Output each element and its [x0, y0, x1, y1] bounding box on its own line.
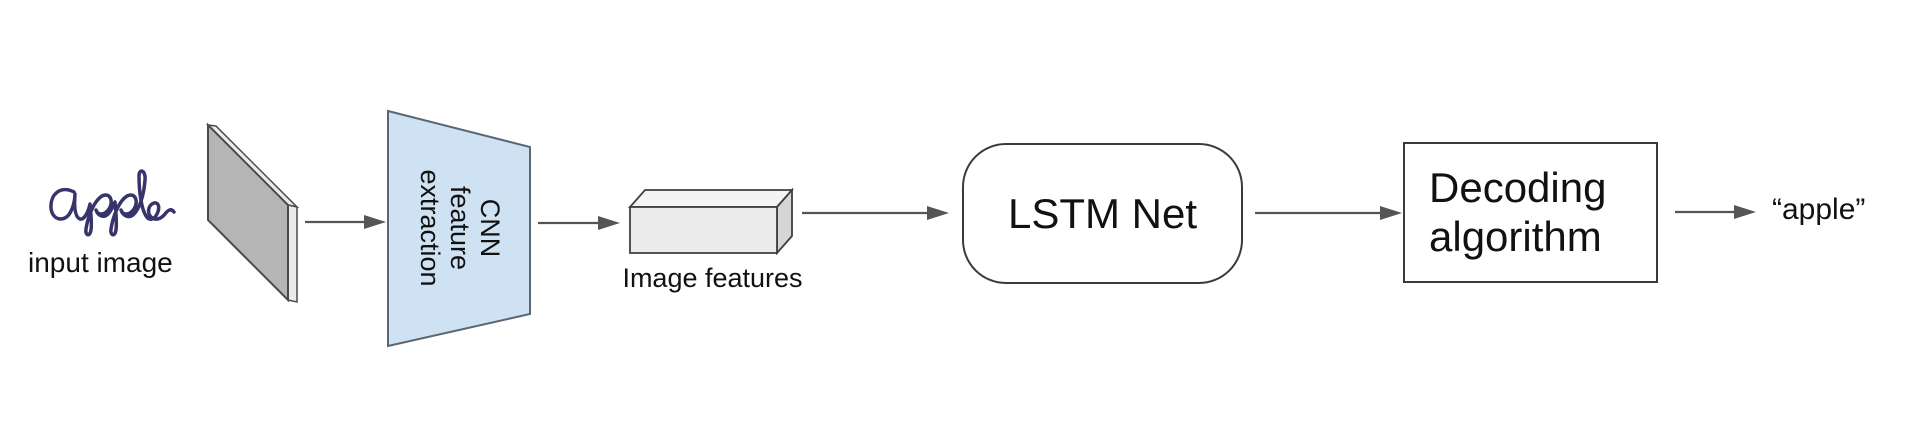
image-features-box: [628, 187, 794, 256]
image-features-caption: Image features: [622, 263, 803, 293]
flow-arrow-1: [305, 215, 386, 229]
image-features-box-front: [629, 206, 778, 254]
decoding-node: Decoding algorithm: [1403, 142, 1658, 283]
lstm-label: LSTM Net: [1007, 189, 1198, 237]
handwritten-apple: [49, 169, 176, 237]
decoding-label: Decoding algorithm: [1429, 164, 1607, 260]
flow-arrow-3: [802, 206, 949, 220]
flow-arrow-5: [1675, 205, 1756, 219]
input-image-panel-face: [207, 122, 289, 303]
lstm-node: LSTM Net: [962, 143, 1243, 284]
flow-arrow-4: [1255, 206, 1402, 220]
image-features-box-top: [628, 189, 794, 208]
output-word: “apple”: [1772, 193, 1866, 226]
flow-arrow-2: [538, 216, 620, 230]
handwritten-apple-stroke: [49, 169, 176, 237]
cnn-label: CNN feature extraction: [415, 169, 505, 287]
input-image-panel: [205, 122, 300, 303]
cnn-trapezoid: [387, 109, 531, 348]
input-image-panel-side-edge: [287, 204, 298, 303]
input-image-caption: input image: [28, 247, 173, 278]
